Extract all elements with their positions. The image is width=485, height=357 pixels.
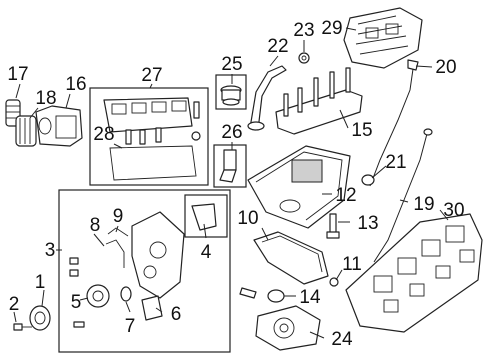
bolt-b	[69, 269, 79, 277]
callout-22: 22	[267, 36, 288, 57]
callout-10: 10	[237, 208, 258, 229]
oil-cap-part-25	[220, 85, 242, 106]
callout-21: 21	[385, 152, 406, 173]
seal-part-23	[298, 52, 310, 64]
grommet-part-21	[361, 174, 375, 186]
callout-5: 5	[71, 292, 82, 313]
callout-11: 11	[342, 254, 362, 275]
callout-29: 29	[321, 18, 342, 39]
callout-23: 23	[293, 20, 314, 41]
callout-2: 2	[9, 294, 20, 315]
callout-24: 24	[331, 329, 353, 350]
callout-14: 14	[299, 287, 321, 308]
callout-25: 25	[221, 54, 242, 75]
oil-pan-upper-part-12	[247, 145, 351, 229]
oil-pump-part-24	[255, 305, 321, 351]
filter-element-part-18	[15, 115, 37, 147]
callout-4: 4	[201, 242, 212, 263]
callout-3: 3	[45, 240, 56, 261]
crankcase-part-15	[275, 67, 363, 135]
upper-intake-part-29	[343, 7, 423, 69]
leader-lines	[13, 27, 449, 339]
bolt-a	[69, 257, 79, 265]
water-pump-part-5	[86, 284, 110, 308]
gasket-part-6	[141, 295, 163, 321]
callout-labels: 1 2 3 4 5 6 7 8 9 10 11 12 13 14 15 16 1…	[7, 18, 464, 350]
callout-20: 20	[435, 57, 456, 78]
callout-26: 26	[221, 122, 242, 143]
dipstick-tube-part-22	[249, 65, 287, 131]
crank-pulley-part-1	[29, 305, 51, 331]
bolt-part-13	[326, 213, 340, 239]
sensor-part-14	[239, 287, 285, 303]
oil-filler-tube-part-26	[219, 149, 237, 183]
guide-part-9	[107, 227, 129, 237]
callout-15: 15	[351, 120, 372, 141]
callout-12: 12	[335, 185, 356, 206]
oil-cooler-part-16	[35, 105, 83, 147]
oil-pan-part-10	[253, 231, 329, 285]
timing-gasket-part-4	[191, 203, 217, 231]
callout-30: 30	[443, 200, 464, 221]
valve-cover-gasket-part-28	[109, 145, 197, 181]
oil-filler-tube-box	[213, 144, 247, 188]
callout-19: 19	[413, 194, 434, 215]
intake-manifold-part-30	[345, 213, 483, 333]
dipstick-part-20	[369, 61, 415, 187]
callout-8: 8	[90, 215, 101, 236]
seal-part-7	[120, 286, 132, 302]
callout-1: 1	[35, 272, 46, 293]
callout-16: 16	[65, 74, 86, 95]
tensioner-part-8	[105, 239, 125, 268]
callout-27: 27	[141, 65, 162, 86]
callout-9: 9	[113, 206, 124, 227]
crank-bolt-part-2	[13, 323, 32, 331]
timing-cover-kit-box	[58, 189, 231, 353]
timing-cover-part-3	[131, 211, 185, 299]
callout-17: 17	[7, 64, 28, 85]
bolt-c	[73, 321, 85, 328]
oil-cap-box	[215, 74, 247, 110]
valve-cover-part-27	[103, 97, 201, 145]
callout-13: 13	[357, 213, 378, 234]
callout-7: 7	[125, 316, 136, 337]
callout-28: 28	[93, 124, 114, 145]
valve-cover-kit-box	[89, 87, 209, 186]
callout-18: 18	[35, 88, 56, 109]
callout-6: 6	[171, 304, 182, 325]
tube-part-19	[373, 129, 429, 263]
